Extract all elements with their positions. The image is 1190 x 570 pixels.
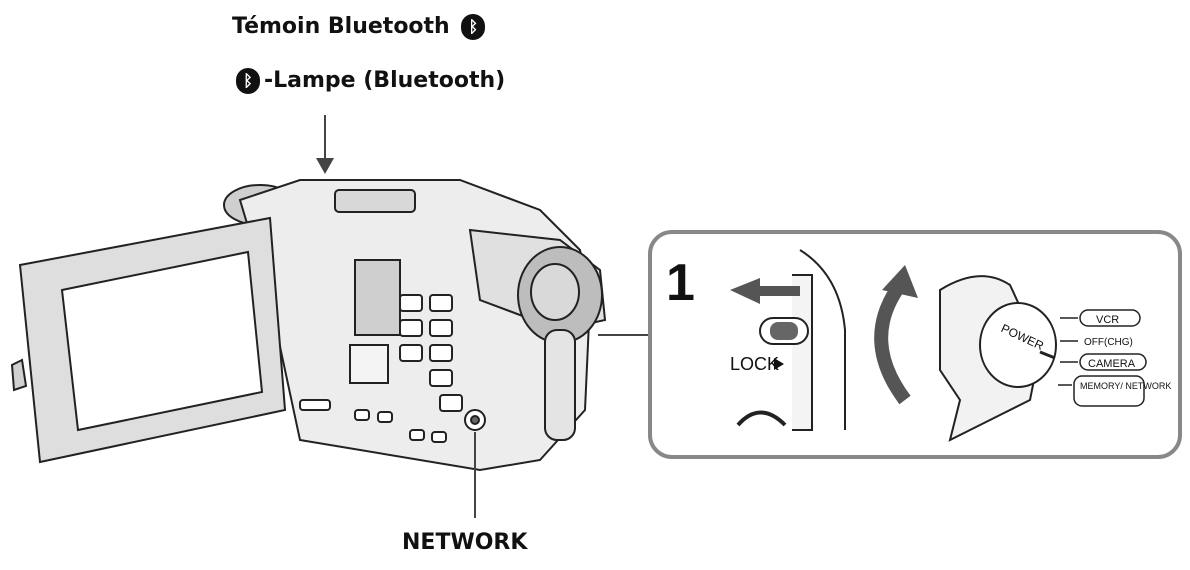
rotate-arrow-icon xyxy=(874,280,911,405)
slide-left-arrow-icon xyxy=(730,278,800,304)
bluetooth-indicator-label: Témoin Bluetooth ᛒ xyxy=(232,14,489,40)
bluetooth-pointer-arrowhead xyxy=(316,158,334,174)
lock-label: LOCK xyxy=(730,354,779,374)
bluetooth-icon: ᛒ xyxy=(461,14,486,40)
bluetooth-indicator-text: Témoin Bluetooth xyxy=(232,14,450,39)
bluetooth-lamp-label: ᛒ-Lampe (Bluetooth) xyxy=(232,68,505,94)
mode-memory-network: MEMORY/ NETWORK xyxy=(1080,381,1171,391)
power-dial xyxy=(979,302,1057,388)
lcd-panel xyxy=(10,216,287,464)
lock-switch-housing xyxy=(792,274,813,431)
lock-switch-body xyxy=(799,249,846,430)
mode-vcr: VCR xyxy=(1096,314,1119,326)
network-label: NETWORK xyxy=(402,530,528,555)
mode-labels: VCR OFF(CHG) CAMERA MEMORY/ NETWORK xyxy=(1058,309,1171,407)
step-number: 1 xyxy=(666,254,695,312)
power-dial-pointer xyxy=(1039,350,1056,360)
lock-switch-slider xyxy=(770,322,798,340)
rotate-arrowhead-icon xyxy=(882,265,918,298)
dial-edge xyxy=(736,410,787,427)
camcorder-body xyxy=(223,179,607,472)
mode-off-chg: OFF(CHG) xyxy=(1084,337,1133,348)
inset-panel: 1 LOCK POWER VCR OFF(CHG) CAMERA MEMORY/… xyxy=(648,230,1182,459)
lock-pointer-icon xyxy=(774,358,784,370)
mode-camera: CAMERA xyxy=(1088,358,1136,370)
bluetooth-lamp-text: -Lampe (Bluetooth) xyxy=(264,68,506,93)
bluetooth-icon: ᛒ xyxy=(236,68,260,94)
